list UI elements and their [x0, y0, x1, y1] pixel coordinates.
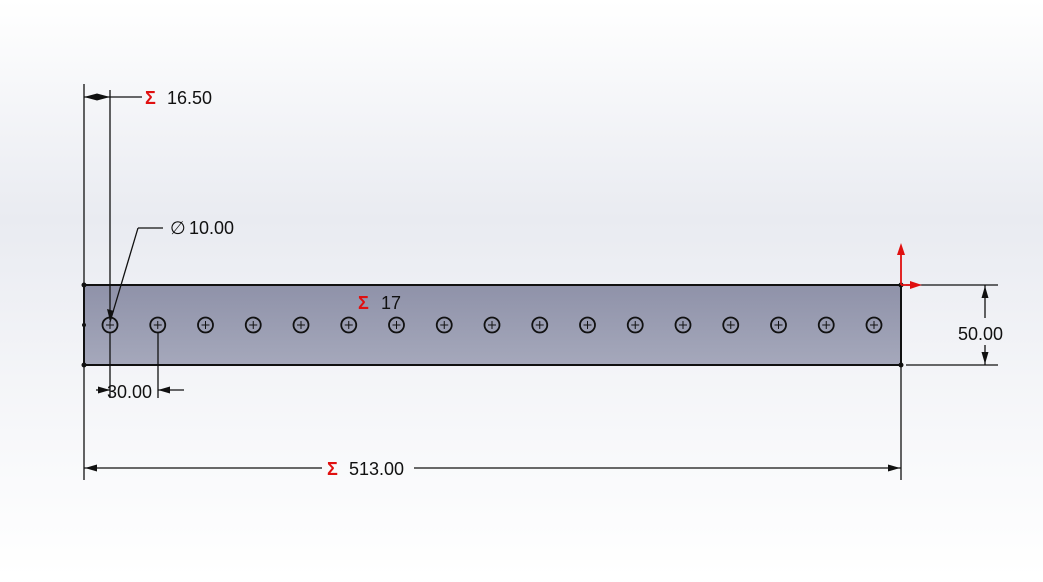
driven-sigma-icon: Σ — [145, 88, 156, 108]
hole[interactable] — [244, 316, 262, 334]
hole[interactable] — [340, 316, 358, 334]
hole[interactable] — [865, 316, 883, 334]
hole[interactable] — [722, 316, 740, 334]
first-hole-offset-value: 16.50 — [167, 88, 212, 108]
plate-height-value: 50.00 — [958, 324, 1003, 344]
plate-length-dimension[interactable]: Σ 513.00 — [83, 365, 902, 480]
plate-length-value: 513.00 — [349, 459, 404, 479]
hole-pitch-value: 30.00 — [107, 382, 152, 402]
hole[interactable] — [817, 316, 835, 334]
hole[interactable] — [770, 316, 787, 334]
driven-sigma-icon: Σ — [358, 293, 369, 313]
plate-height-dimension[interactable]: 50.00 — [906, 284, 1003, 366]
hole-pattern — [101, 316, 883, 334]
hole[interactable] — [579, 316, 596, 334]
first-hole-offset-dimension[interactable]: Σ 16.50 — [83, 84, 212, 320]
hole-diameter-value: 10.00 — [189, 218, 234, 238]
midpoint-marker[interactable] — [82, 323, 86, 327]
diameter-symbol: ∅ — [170, 218, 186, 238]
pattern-count-value: 17 — [381, 293, 401, 313]
hole[interactable] — [626, 316, 644, 334]
hole-diameter-dimension[interactable]: ∅ 10.00 — [107, 218, 234, 323]
pattern-count-dimension[interactable]: Σ 17 — [358, 293, 401, 313]
hole[interactable] — [388, 316, 405, 334]
hole[interactable] — [674, 316, 692, 334]
hole[interactable] — [197, 316, 214, 334]
hole[interactable] — [292, 316, 310, 334]
hole[interactable] — [483, 316, 501, 334]
origin-axes-icon[interactable] — [897, 243, 922, 289]
hole[interactable] — [531, 316, 549, 334]
hole[interactable] — [435, 316, 453, 334]
driven-sigma-icon: Σ — [327, 459, 338, 479]
hole-pitch-dimension[interactable]: 30.00 — [96, 332, 184, 402]
